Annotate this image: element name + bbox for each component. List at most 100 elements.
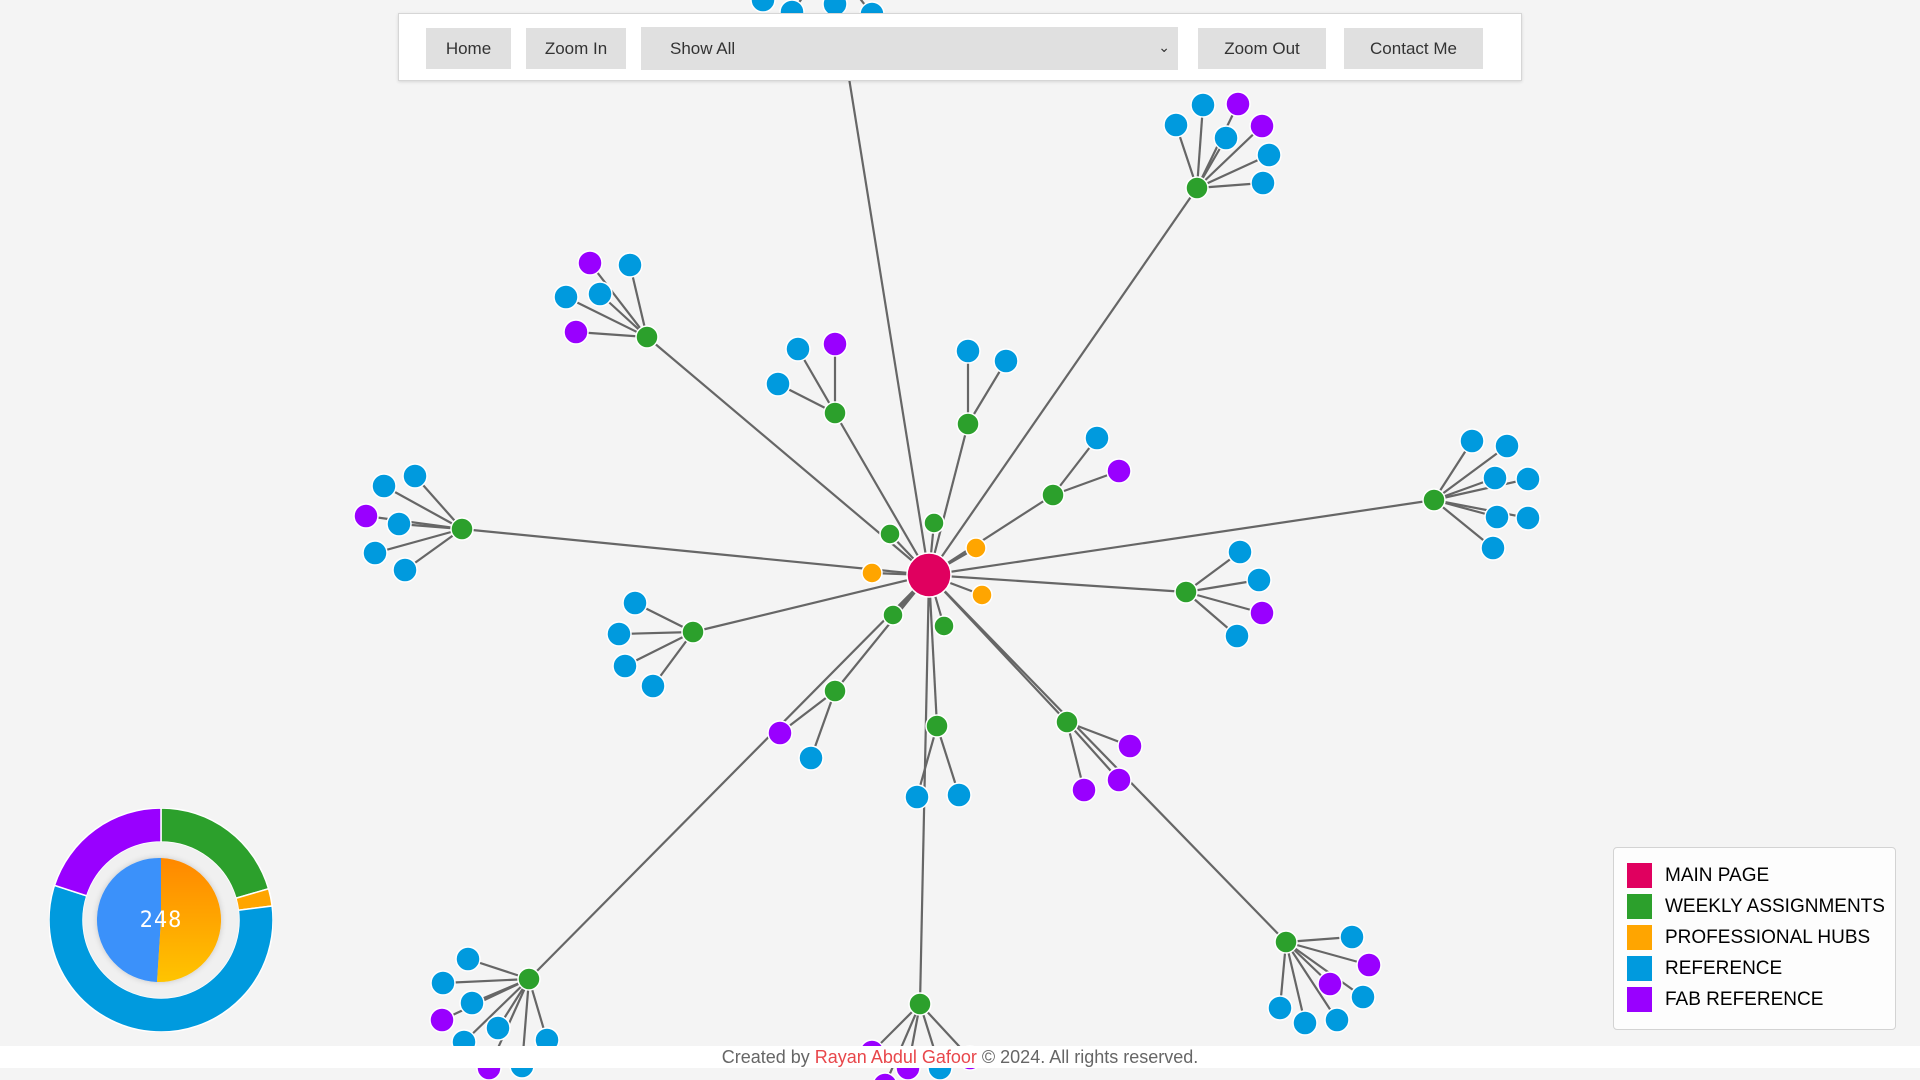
weekly-assignment-node[interactable] [450, 517, 474, 541]
weekly-assignment-node[interactable] [681, 620, 705, 644]
reference-node[interactable] [455, 946, 481, 972]
reference-node[interactable] [750, 0, 776, 13]
fab-reference-node[interactable] [577, 250, 603, 276]
reference-node[interactable] [1515, 505, 1541, 531]
fab-reference-node[interactable] [1106, 767, 1132, 793]
weekly-assignment-node[interactable] [908, 992, 932, 1016]
reference-node[interactable] [1484, 504, 1510, 530]
reference-node[interactable] [402, 463, 428, 489]
graph-link [1066, 721, 1120, 781]
weekly-assignment-node[interactable] [879, 523, 901, 545]
fab-reference-node[interactable] [1106, 458, 1132, 484]
fab-reference-node[interactable] [1117, 733, 1143, 759]
reference-node[interactable] [785, 336, 811, 362]
weekly-assignment-node[interactable] [1274, 930, 1298, 954]
graph-link [1196, 125, 1263, 189]
weekly-assignment-node[interactable] [956, 412, 980, 436]
reference-node[interactable] [1267, 995, 1293, 1021]
weekly-assignment-node[interactable] [1041, 483, 1065, 507]
reference-node[interactable] [386, 511, 412, 537]
reference-node[interactable] [904, 784, 930, 810]
fab-reference-node[interactable] [822, 331, 848, 357]
fab-reference-node[interactable] [353, 503, 379, 529]
reference-node[interactable] [1213, 125, 1239, 151]
reference-node[interactable] [765, 371, 791, 397]
reference-node[interactable] [622, 590, 648, 616]
filter-select[interactable]: Show All ⌄ [641, 27, 1178, 70]
reference-node[interactable] [1163, 112, 1189, 138]
reference-node[interactable] [1515, 466, 1541, 492]
reference-node[interactable] [362, 540, 388, 566]
reference-node[interactable] [993, 348, 1019, 374]
fab-reference-node[interactable] [767, 720, 793, 746]
professional-hub-node[interactable] [965, 537, 987, 559]
weekly-assignment-node[interactable] [1185, 176, 1209, 200]
reference-node[interactable] [1459, 428, 1485, 454]
professional-hub-node[interactable] [971, 584, 993, 606]
reference-node[interactable] [798, 745, 824, 771]
weekly-assignment-node[interactable] [1422, 488, 1446, 512]
fab-reference-node[interactable] [873, 1072, 897, 1080]
contact-me-button[interactable]: Contact Me [1344, 28, 1483, 69]
reference-node[interactable] [1339, 924, 1365, 950]
graph-nodes[interactable] [353, 0, 1541, 1080]
reference-node[interactable] [459, 990, 485, 1016]
weekly-assignment-node[interactable] [823, 679, 847, 703]
reference-node[interactable] [392, 557, 418, 583]
graph-link [383, 485, 463, 530]
reference-node[interactable] [640, 673, 666, 699]
reference-node[interactable] [430, 970, 456, 996]
reference-node[interactable] [371, 473, 397, 499]
reference-node[interactable] [1250, 170, 1276, 196]
weekly-assignment-node[interactable] [925, 714, 949, 738]
graph-link [1196, 154, 1270, 189]
fab-reference-node[interactable] [563, 319, 589, 345]
reference-node[interactable] [485, 1015, 511, 1041]
reference-node[interactable] [612, 653, 638, 679]
main-page-node[interactable] [906, 552, 952, 598]
reference-node[interactable] [1480, 535, 1506, 561]
weekly-assignment-node[interactable] [517, 967, 541, 991]
fab-reference-node[interactable] [1071, 777, 1097, 803]
fab-reference-node[interactable] [1225, 91, 1251, 117]
reference-node[interactable] [1227, 539, 1253, 565]
fab-reference-node[interactable] [1356, 952, 1382, 978]
fab-reference-node[interactable] [1249, 113, 1275, 139]
weekly-assignment-node[interactable] [635, 325, 659, 349]
reference-node[interactable] [1246, 567, 1272, 593]
graph-link [461, 527, 930, 577]
reference-node[interactable] [946, 782, 972, 808]
reference-node[interactable] [1084, 425, 1110, 451]
fab-reference-node[interactable] [1317, 971, 1343, 997]
professional-hub-node[interactable] [861, 562, 883, 584]
reference-node[interactable] [553, 284, 579, 310]
weekly-assignment-node[interactable] [1055, 710, 1079, 734]
zoom-in-button[interactable]: Zoom In [526, 28, 626, 69]
home-button[interactable]: Home [426, 28, 511, 69]
weekly-assignment-node[interactable] [933, 615, 955, 637]
legend-item-fab-reference: FAB REFERENCE [1627, 984, 1895, 1015]
author-link[interactable]: Rayan Abdul Gafoor [814, 1047, 977, 1067]
fab-reference-node[interactable] [1249, 600, 1275, 626]
graph-link [442, 977, 530, 985]
reference-node[interactable] [606, 621, 632, 647]
reference-node[interactable] [955, 338, 981, 364]
weekly-assignment-node[interactable] [923, 512, 945, 534]
reference-node[interactable] [1350, 984, 1376, 1010]
reference-node[interactable] [1482, 465, 1508, 491]
reference-node[interactable] [1224, 623, 1250, 649]
reference-node[interactable] [1256, 142, 1282, 168]
fab-reference-node[interactable] [429, 1007, 455, 1033]
legend-swatch [1627, 987, 1652, 1012]
reference-node[interactable] [587, 281, 613, 307]
weekly-assignment-node[interactable] [882, 604, 904, 626]
reference-node[interactable] [617, 252, 643, 278]
weekly-assignment-node[interactable] [1174, 580, 1198, 604]
reference-node[interactable] [1190, 92, 1216, 118]
reference-node[interactable] [1324, 1007, 1350, 1033]
weekly-assignment-node[interactable] [823, 401, 847, 425]
reference-node[interactable] [1494, 433, 1520, 459]
reference-node[interactable] [1292, 1010, 1318, 1036]
zoom-out-button[interactable]: Zoom Out [1198, 28, 1326, 69]
